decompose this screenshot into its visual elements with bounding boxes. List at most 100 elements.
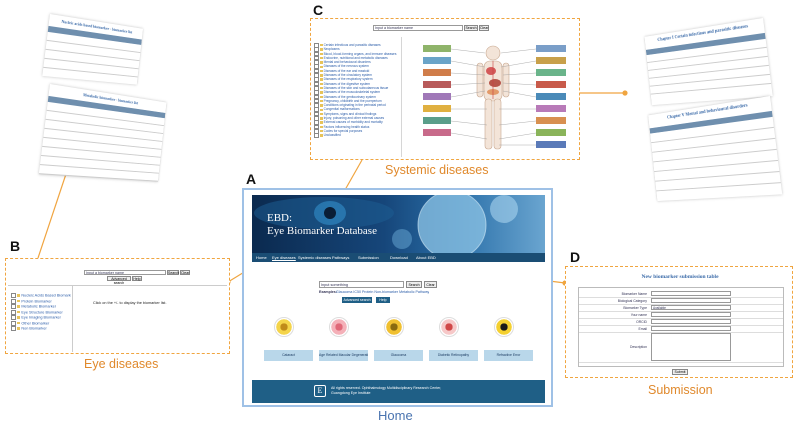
systemic-tree-label: Injury, poisoning and other external cau… <box>323 116 385 121</box>
systemic-tree-item[interactable]: Mental and behavioural disorders <box>314 60 400 65</box>
folder-icon <box>17 316 21 319</box>
systemic-clear-button[interactable]: Clear <box>479 25 489 31</box>
eye-help-button[interactable]: Help <box>132 276 142 281</box>
eye-tree-item[interactable]: Nucleic Acids Based Biomarker <box>11 293 71 299</box>
submission-field-input[interactable] <box>651 326 731 331</box>
systemic-tree-label: Symptoms, signs and clinical findings <box>323 111 377 116</box>
folder-icon <box>319 95 323 99</box>
category-button[interactable]: Diabetic Retinopathy <box>429 350 478 361</box>
systemic-tree-item[interactable]: Blood, blood-forming organs, and immune … <box>314 51 400 56</box>
eye-tree-item[interactable]: Non Biomarker <box>11 326 71 332</box>
systemic-tree-item[interactable]: Diseases of the circulatory system <box>314 73 400 78</box>
category-button[interactable]: Refractive Error <box>484 350 533 361</box>
nav-item[interactable]: Eye diseases <box>272 254 296 260</box>
submission-field-label: Biomarker Type <box>623 305 647 310</box>
plus-icon <box>314 64 319 69</box>
submission-field-row: Biological Category <box>579 297 783 305</box>
systemic-tree-item[interactable]: Injury, poisoning and other external cau… <box>314 116 400 121</box>
systemic-tree-label: Congenital malformations <box>323 107 360 112</box>
eye-search-button[interactable]: Search <box>167 270 180 275</box>
refractive-error-eye-icon[interactable] <box>494 317 514 337</box>
eye-advanced-search-button[interactable]: Advanced search <box>107 276 131 285</box>
submit-button[interactable]: Submit <box>672 369 688 375</box>
nav-item[interactable]: Download <box>390 254 408 260</box>
submission-field-input[interactable] <box>651 319 731 324</box>
systemic-tree-item[interactable]: Congenital malformations <box>314 107 400 112</box>
folder-icon <box>319 87 323 90</box>
folder-icon <box>319 44 323 47</box>
systemic-tree-item[interactable]: Certain infectious and parasitic disease… <box>314 43 400 48</box>
home-examples[interactable]: Glaucoma IC50 Protein Non-biomarker Meta… <box>336 290 430 294</box>
systemic-tree-item[interactable]: Unclassified <box>314 133 400 138</box>
nav-item[interactable]: About EBD <box>416 254 436 260</box>
home-advanced-search-button[interactable]: Advanced search <box>342 297 372 303</box>
systemic-tree-item[interactable]: Factors influencing health status <box>314 124 400 129</box>
home-category-buttons: Cataract Age Related Macular Degeneration… <box>264 350 534 362</box>
systemic-search-button[interactable]: Search <box>464 25 478 31</box>
home-help-button[interactable]: Help <box>376 297 390 303</box>
systemic-tree-item[interactable]: Symptoms, signs and clinical findings <box>314 111 400 117</box>
systemic-search-input[interactable]: Input a biomarker name <box>373 25 463 31</box>
eye-tree-item[interactable]: Other Biomarker <box>11 320 71 327</box>
home-clear-button[interactable]: Clear <box>424 281 437 288</box>
submission-field-input[interactable] <box>651 298 731 303</box>
plus-icon <box>314 85 319 91</box>
folder-icon <box>319 125 323 129</box>
nav-item[interactable]: Submission <box>358 254 379 260</box>
glaucoma-eye-icon[interactable] <box>384 317 404 337</box>
cataract-eye-icon[interactable] <box>274 317 294 337</box>
submission-field-input[interactable] <box>651 312 731 317</box>
nav-item[interactable]: Systemic diseases <box>298 254 332 260</box>
eye-tree-label: Protein Biomarker <box>21 299 52 303</box>
category-button[interactable]: Age Related Macular Degeneration <box>319 350 368 361</box>
folder-icon <box>17 294 21 297</box>
amd-eye-icon[interactable] <box>329 317 349 337</box>
eye-tree-item[interactable]: Eye Imaging Biomarker <box>11 315 71 321</box>
diabetic-retinopathy-eye-icon[interactable] <box>439 317 459 337</box>
submission-field-input[interactable] <box>651 291 731 296</box>
systemic-tree-item[interactable]: Diseases of the nervous system <box>314 64 400 69</box>
systemic-tree-item[interactable]: Endocrine, nutritional and metabolic dis… <box>314 55 400 61</box>
submission-field-label: Email <box>638 326 647 331</box>
systemic-tree-item[interactable]: Diseases of the musculoskeletal system <box>314 90 400 95</box>
systemic-tree-item[interactable]: Neoplasms <box>314 47 400 52</box>
biomarker-type-select[interactable]: Available <box>651 305 731 310</box>
folder-icon <box>17 299 21 303</box>
eye-panel: Input a biomarker name Search Clear Adva… <box>5 258 230 354</box>
eye-tree-item[interactable]: Eye Structure Biomarker <box>11 309 71 316</box>
systemic-tree-item[interactable]: Diseases of the respiratory system <box>314 77 400 82</box>
systemic-tree-item[interactable]: Pregnancy, childbirth and the puerperium <box>314 98 400 104</box>
systemic-tree-item[interactable]: Conditions originating in the perinatal … <box>314 103 400 108</box>
systemic-tree-item[interactable]: Diseases of the digestive system <box>314 81 400 86</box>
home-search-button[interactable]: Search <box>406 281 422 288</box>
eye-search-input[interactable]: Input a biomarker name <box>84 270 166 275</box>
systemic-divider <box>401 37 402 157</box>
systemic-tree-label: Diseases of the musculoskeletal system <box>323 90 381 95</box>
systemic-tree-label: Blood, blood-forming organs, and immune … <box>323 51 397 56</box>
home-search-input[interactable]: Input something <box>319 281 404 288</box>
home-title-line2: Eye Biomarker Database <box>267 225 377 237</box>
submission-panel: New biomarker submission table Biomarker… <box>565 266 793 378</box>
plus-icon <box>314 98 319 104</box>
folder-icon <box>319 65 323 68</box>
submission-field-input[interactable] <box>651 333 731 361</box>
plus-icon <box>314 128 319 134</box>
eye-tree-item[interactable]: Metabolic Biomarker <box>11 304 71 310</box>
folder-icon <box>319 112 323 116</box>
submission-field-label: Description <box>630 345 647 349</box>
systemic-tree-label: Diseases of the skin and subcutaneous ti… <box>323 86 389 91</box>
systemic-tree-item[interactable]: External causes of morbidity and mortali… <box>314 120 400 125</box>
systemic-tree-item[interactable]: Codes for special purposes <box>314 128 400 134</box>
eye-tree-item[interactable]: Protein Biomarker <box>11 298 71 305</box>
systemic-tree-item[interactable]: Diseases of the genitourinary system <box>314 94 400 99</box>
category-button[interactable]: Cataract <box>264 350 313 361</box>
systemic-tree-item[interactable]: Diseases of the ear and mastoid <box>314 68 400 74</box>
eye-clear-button[interactable]: Clear <box>180 270 190 275</box>
folder-icon <box>17 321 21 325</box>
nav-item[interactable]: Home <box>256 254 267 260</box>
category-button[interactable]: Glaucoma <box>374 350 423 361</box>
submission-field-row: ORCID <box>579 318 783 326</box>
nav-item[interactable]: Pathways <box>332 254 350 260</box>
systemic-tree-item[interactable]: Diseases of the skin and subcutaneous ti… <box>314 85 400 91</box>
